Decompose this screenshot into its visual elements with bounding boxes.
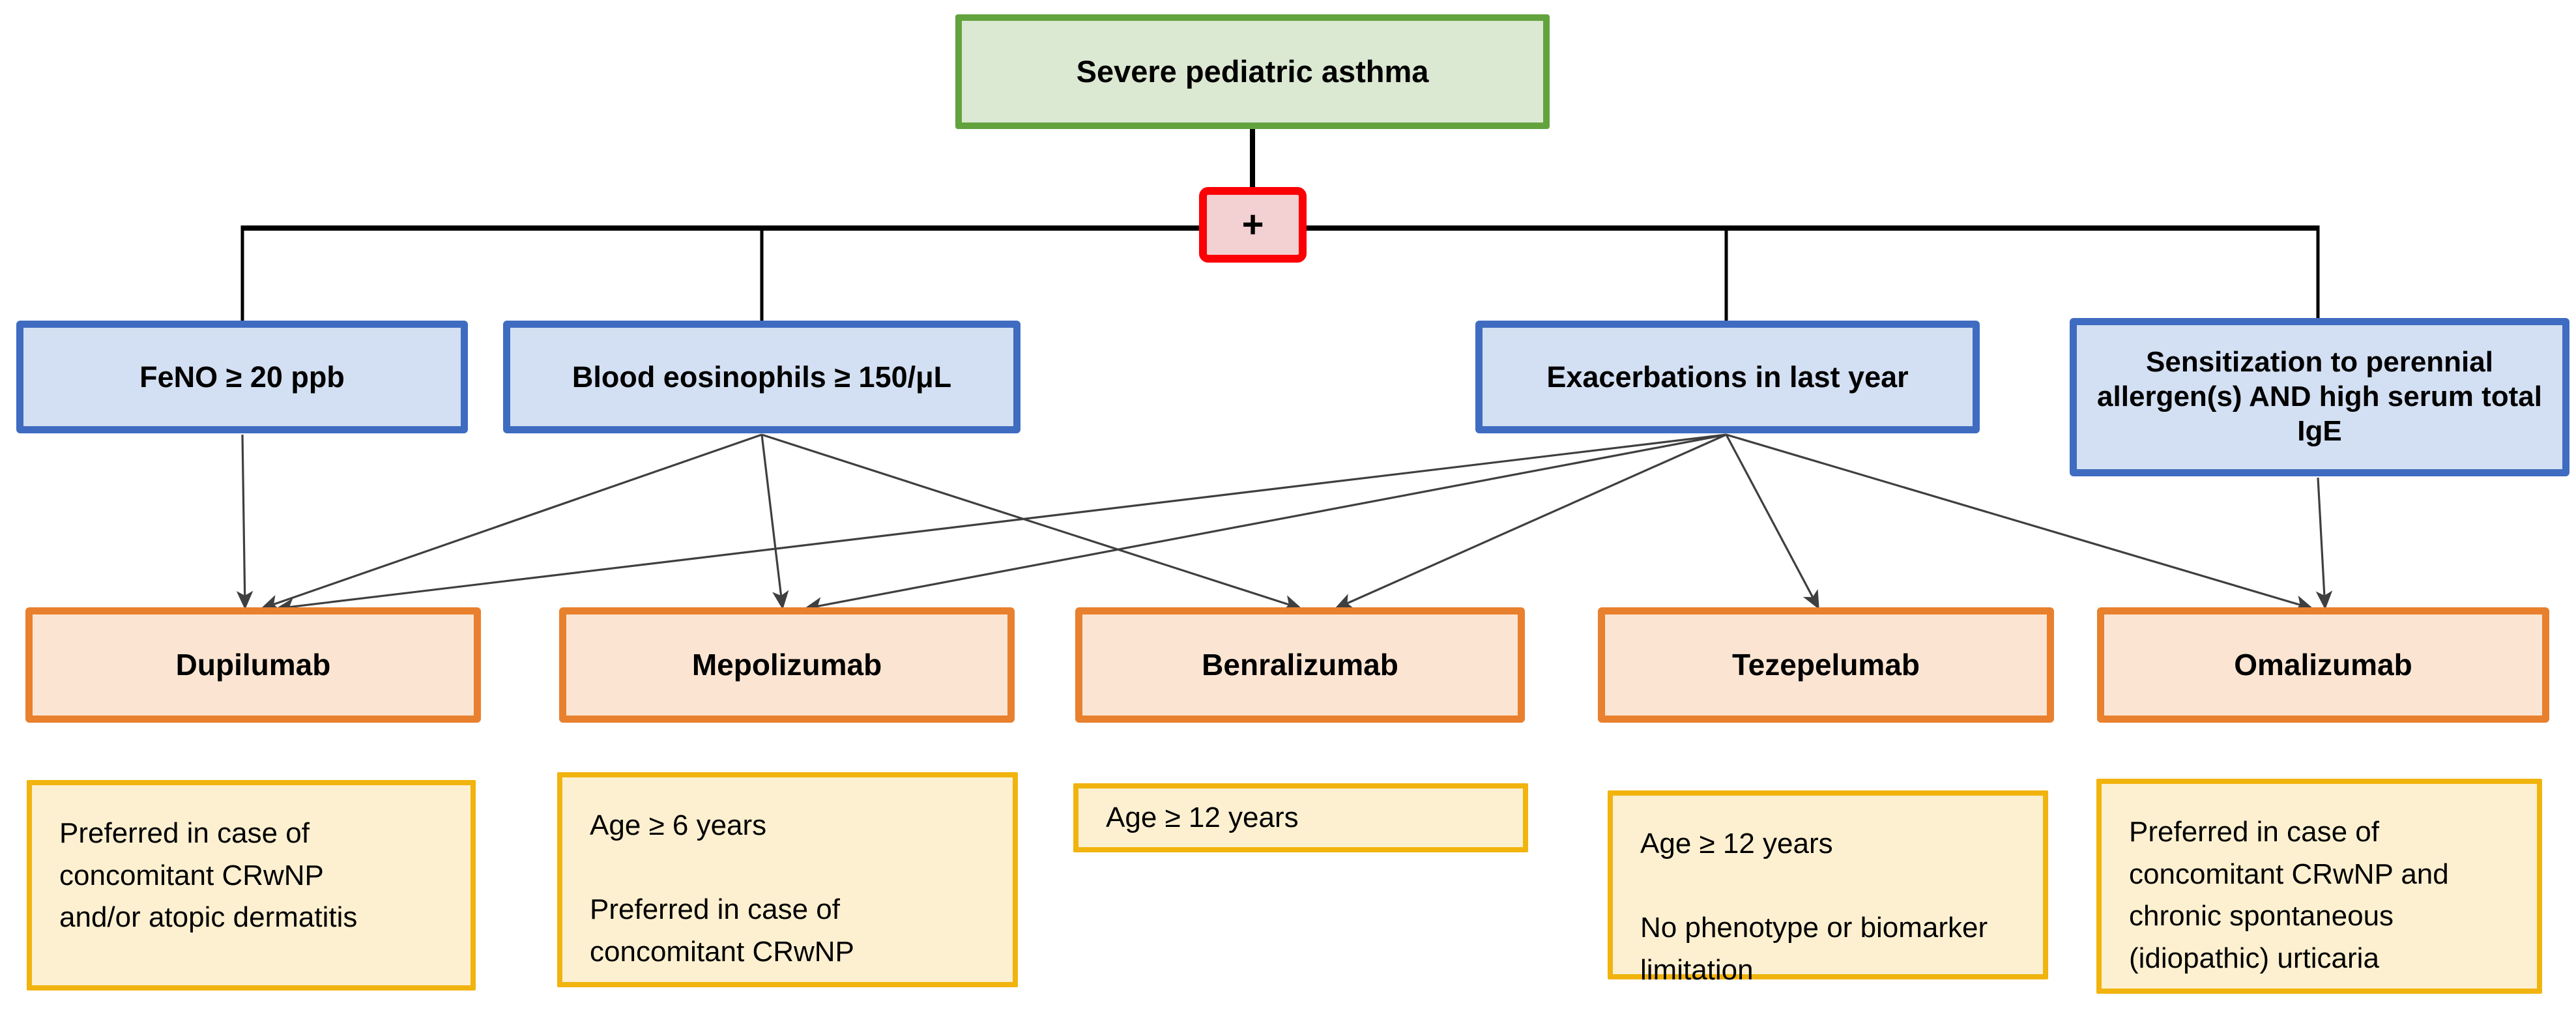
note-node-omalizumab: Preferred in case of concomitant CRwNP a… — [2096, 779, 2542, 994]
root-node-label: Severe pediatric asthma — [1076, 53, 1429, 89]
note-text: Age ≥ 12 years No phenotype or biomarker… — [1640, 828, 1988, 987]
root-node-severe-pediatric-asthma: Severe pediatric asthma — [955, 14, 1550, 129]
note-node-tezepelumab: Age ≥ 12 years No phenotype or biomarker… — [1608, 790, 2048, 986]
biologic-label: Dupilumab — [175, 647, 331, 682]
note-text: Preferred in case of concomitant CRwNP a… — [59, 817, 358, 934]
edge-arrow-exacerbations-to-tezepelumab — [1725, 434, 1820, 610]
biologic-node-tezepelumab: Tezepelumab — [1598, 607, 2054, 723]
edge-arrow-exacerbations-to-mepolizumab — [803, 433, 1727, 614]
criterion-label: Exacerbations in last year — [1546, 360, 1909, 394]
edge-arrow-exacerbations-to-dupilumab — [275, 433, 1727, 615]
edge-arrow-exacerbations-to-omalizumab — [1726, 433, 2314, 612]
biologic-label: Benralizumab — [1202, 647, 1398, 682]
criterion-label: Blood eosinophils ≥ 150/μL — [572, 360, 952, 394]
plus-operator-label: + — [1241, 203, 1264, 246]
criterion-node-feno: FeNO ≥ 20 ppb — [16, 321, 468, 433]
biologic-node-mepolizumab: Mepolizumab — [559, 607, 1015, 723]
criterion-label: FeNO ≥ 20 ppb — [139, 360, 345, 394]
biologic-node-dupilumab: Dupilumab — [25, 607, 481, 723]
edge-arrow-feno-to-dupilumab — [236, 434, 253, 610]
criterion-node-blood-eosinophils: Blood eosinophils ≥ 150/μL — [503, 321, 1020, 433]
criterion-node-sensitization-ige: Sensitization to perennial allergen(s) A… — [2070, 318, 2569, 476]
note-node-mepolizumab: Age ≥ 6 years Preferred in case of conco… — [557, 772, 1018, 987]
edge-arrow-exacerbations-to-benralizumab — [1334, 433, 1727, 610]
biologic-node-omalizumab: Omalizumab — [2097, 607, 2549, 723]
biologic-label: Tezepelumab — [1732, 647, 1920, 682]
edge-arrow-eosinophils-to-mepolizumab — [760, 434, 789, 610]
note-text: Age ≥ 12 years — [1106, 801, 1299, 833]
biologic-label: Mepolizumab — [691, 647, 882, 682]
biologic-node-benralizumab: Benralizumab — [1075, 607, 1525, 723]
criterion-label: Sensitization to perennial allergen(s) A… — [2097, 346, 2542, 447]
note-node-dupilumab: Preferred in case of concomitant CRwNP a… — [27, 780, 476, 990]
note-text: Age ≥ 6 years Preferred in case of conco… — [590, 809, 854, 968]
biologic-label: Omalizumab — [2234, 647, 2412, 682]
edge-arrow-eosinophils-to-dupilumab — [260, 433, 762, 611]
criterion-node-exacerbations: Exacerbations in last year — [1475, 321, 1980, 433]
edge-arrow-eosinophils-to-benralizumab — [761, 433, 1303, 611]
note-node-benralizumab: Age ≥ 12 years — [1073, 783, 1528, 852]
note-text: Preferred in case of concomitant CRwNP a… — [2129, 816, 2449, 975]
edge-arrow-sensitization-to-omalizumab — [2315, 477, 2333, 610]
plus-operator-node: + — [1199, 187, 1307, 263]
